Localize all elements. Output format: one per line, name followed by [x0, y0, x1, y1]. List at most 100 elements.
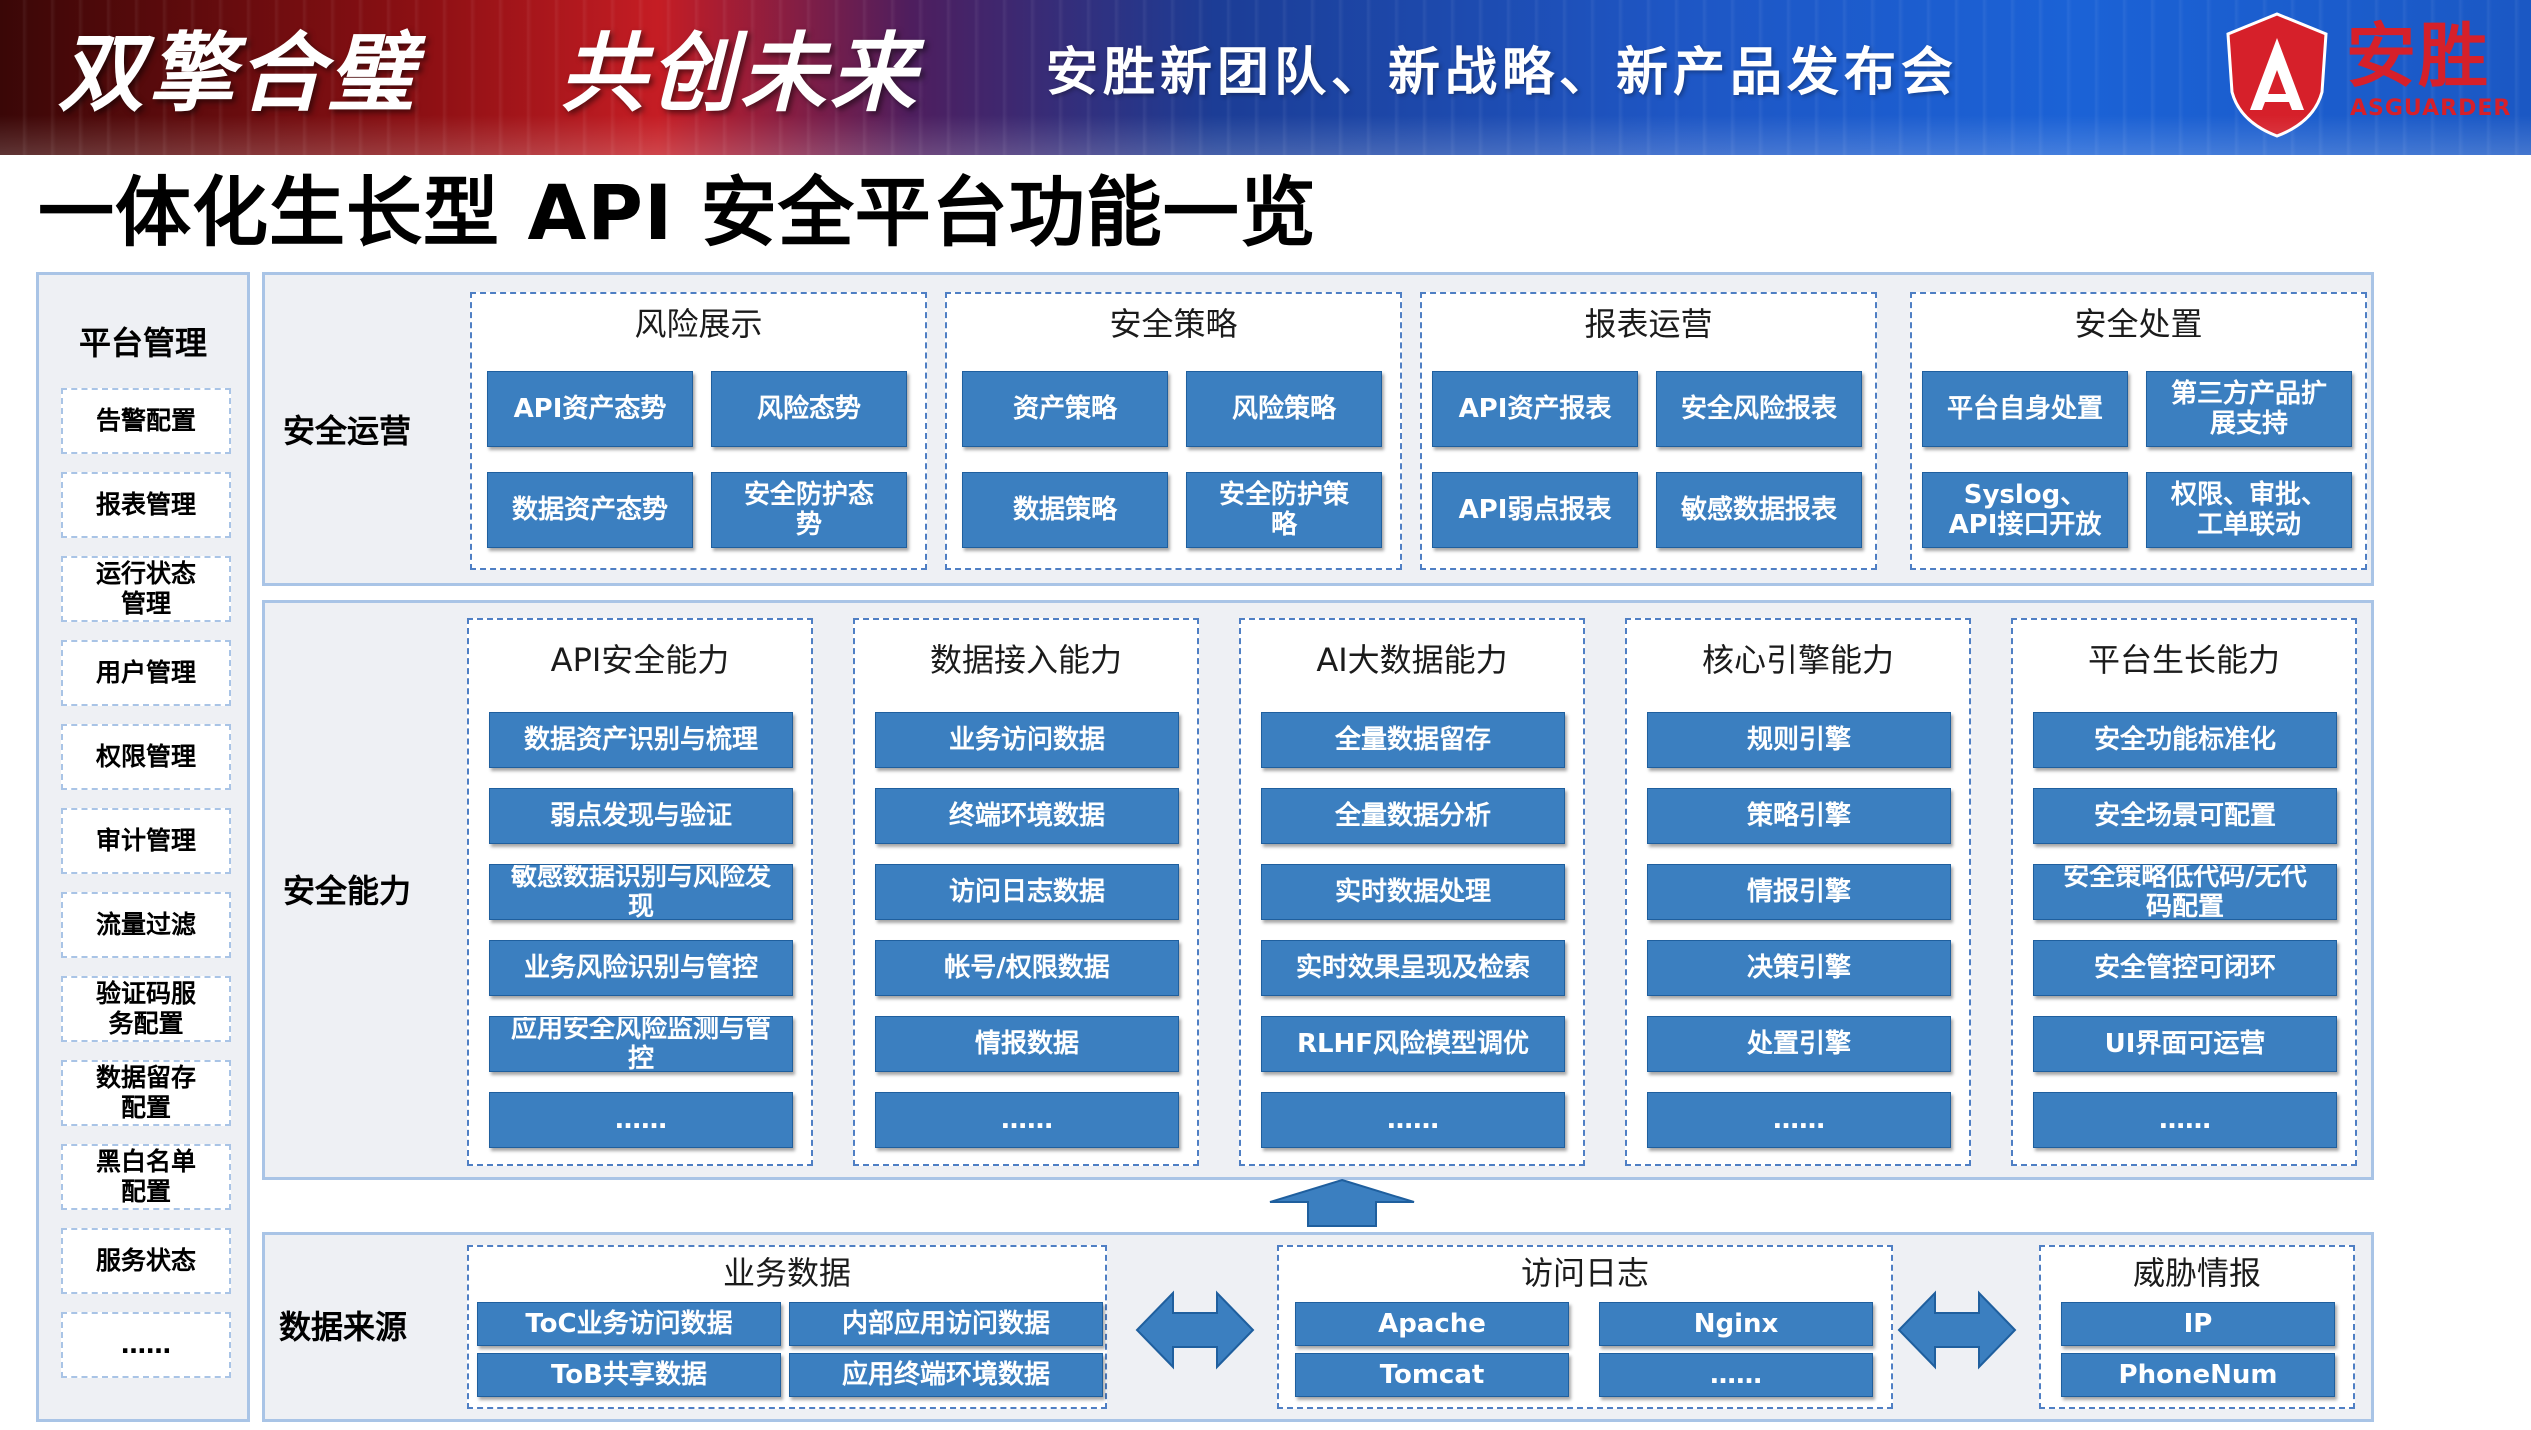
group-platform-growth: 平台生长能力 安全功能标准化 安全场景可配置 安全策略低代码/无代 码配置 安全…: [2011, 618, 2357, 1166]
cap-item: 数据资产识别与梳理: [489, 712, 793, 768]
box-data-policy: 数据策略: [962, 472, 1168, 548]
box-permission-workflow: 权限、审批、 工单联动: [2146, 472, 2352, 548]
brand-shield-icon: [2226, 12, 2328, 138]
platform-item-report-mgmt: 报表管理: [61, 472, 231, 538]
source-app-terminal-env: 应用终端环境数据: [789, 1353, 1103, 1397]
group-business-data: 业务数据 ToC业务访问数据 内部应用访问数据 ToB共享数据 应用终端环境数据: [467, 1245, 1107, 1409]
source-apache: Apache: [1295, 1302, 1569, 1346]
cap-item: 安全策略低代码/无代 码配置: [2033, 864, 2337, 920]
platform-item-more: ……: [61, 1312, 231, 1378]
platform-item-permission-mgmt: 权限管理: [61, 724, 231, 790]
cap-item: 决策引擎: [1647, 940, 1951, 996]
box-api-weakness-report: API弱点报表: [1432, 472, 1638, 548]
double-arrow-icon: [1897, 1290, 2017, 1370]
cap-item: 安全管控可闭环: [2033, 940, 2337, 996]
box-risk-posture: 风险态势: [711, 371, 907, 447]
cap-item: 业务风险识别与管控: [489, 940, 793, 996]
cap-item: 实时数据处理: [1261, 864, 1565, 920]
group-title: 风险展示: [634, 305, 763, 343]
source-phonenum: PhoneNum: [2061, 1353, 2335, 1397]
group-data-ingestion: 数据接入能力 业务访问数据 终端环境数据 访问日志数据 帐号/权限数据 情报数据…: [853, 618, 1199, 1166]
cap-item: 应用安全风险监测与管 控: [489, 1016, 793, 1072]
cap-item: 弱点发现与验证: [489, 788, 793, 844]
source-ip: IP: [2061, 1302, 2335, 1346]
group-title: 平台生长能力: [2087, 641, 2280, 679]
group-title: API安全能力: [550, 641, 730, 679]
cap-item: UI界面可运营: [2033, 1016, 2337, 1072]
box-risk-policy: 风险策略: [1186, 371, 1382, 447]
banner-slogan-2: 共创未来: [560, 24, 920, 124]
platform-item-data-retention: 数据留存 配置: [61, 1060, 231, 1126]
platform-item-audit-mgmt: 审计管理: [61, 808, 231, 874]
box-api-asset-posture: API资产态势: [487, 371, 693, 447]
group-threat-intel: 威胁情报 IP PhoneNum: [2039, 1245, 2355, 1409]
cap-item-more: ……: [1261, 1092, 1565, 1148]
platform-item-service-status: 服务状态: [61, 1228, 231, 1294]
cap-item: 全量数据留存: [1261, 712, 1565, 768]
group-title: 安全处置: [2074, 305, 2203, 343]
cap-item: 访问日志数据: [875, 864, 1179, 920]
platform-item-traffic-filter: 流量过滤: [61, 892, 231, 958]
box-data-asset-posture: 数据资产态势: [487, 472, 693, 548]
box-syslog-api-open: Syslog、 API接口开放: [1922, 472, 2128, 548]
box-sensitive-data-report: 敏感数据报表: [1656, 472, 1862, 548]
double-arrow-icon: [1135, 1290, 1255, 1370]
cap-item: 安全场景可配置: [2033, 788, 2337, 844]
security-operations-label: 安全运营: [283, 412, 412, 450]
cap-item: 情报数据: [875, 1016, 1179, 1072]
group-risk-display: 风险展示 API资产态势 风险态势 数据资产态势 安全防护态 势: [470, 292, 927, 570]
up-arrow-icon: [1269, 1178, 1415, 1227]
cap-item: 全量数据分析: [1261, 788, 1565, 844]
platform-item-blackwhite-list: 黑白名单 配置: [61, 1144, 231, 1210]
cap-item: 敏感数据识别与风险发 现: [489, 864, 793, 920]
cap-item: RLHF风险模型调优: [1261, 1016, 1565, 1072]
group-title: 业务数据: [722, 1254, 851, 1292]
group-access-logs: 访问日志 Apache Nginx Tomcat ……: [1277, 1245, 1893, 1409]
group-title: AI大数据能力: [1316, 641, 1508, 679]
platform-item-alert-config: 告警配置: [61, 388, 231, 454]
cap-item-more: ……: [875, 1092, 1179, 1148]
cap-item: 帐号/权限数据: [875, 940, 1179, 996]
box-api-asset-report: API资产报表: [1432, 371, 1638, 447]
cap-item: 处置引擎: [1647, 1016, 1951, 1072]
group-title: 核心引擎能力: [1701, 641, 1894, 679]
box-self-response: 平台自身处置: [1922, 371, 2128, 447]
cap-item: 实时效果呈现及检索: [1261, 940, 1565, 996]
box-third-party-extension: 第三方产品扩 展支持: [2146, 371, 2352, 447]
platform-management-panel: 平台管理 告警配置 报表管理 运行状态 管理 用户管理 权限管理 审计管理 流量…: [36, 272, 250, 1422]
banner-slogan-1: 双擎合璧: [58, 24, 418, 124]
cap-item-more: ……: [1647, 1092, 1951, 1148]
data-sources-label: 数据来源: [279, 1308, 408, 1346]
box-security-protection-policy: 安全防护策 略: [1186, 472, 1382, 548]
box-security-protection-posture: 安全防护态 势: [711, 472, 907, 548]
group-security-response: 安全处置 平台自身处置 第三方产品扩 展支持 Syslog、 API接口开放 权…: [1910, 292, 2367, 570]
cap-item: 业务访问数据: [875, 712, 1179, 768]
security-capabilities-panel: 安全能力 API安全能力 数据资产识别与梳理 弱点发现与验证 敏感数据识别与风险…: [262, 600, 2374, 1180]
platform-item-runtime-status: 运行状态 管理: [61, 556, 231, 622]
platform-item-captcha-config: 验证码服 务配置: [61, 976, 231, 1042]
cap-item: 情报引擎: [1647, 864, 1951, 920]
data-sources-panel: 数据来源 业务数据 ToC业务访问数据 内部应用访问数据 ToB共享数据 应用终…: [262, 1232, 2374, 1422]
group-title: 威胁情报: [2132, 1254, 2261, 1292]
group-report-operations: 报表运营 API资产报表 安全风险报表 API弱点报表 敏感数据报表: [1420, 292, 1877, 570]
cap-item-more: ……: [489, 1092, 793, 1148]
security-operations-panel: 安全运营 风险展示 API资产态势 风险态势 数据资产态势 安全防护态 势 安全…: [262, 272, 2374, 586]
banner-subtitle: 安胜新团队、新战略、新产品发布会: [1046, 43, 1959, 103]
cap-item: 安全功能标准化: [2033, 712, 2337, 768]
group-core-engine: 核心引擎能力 规则引擎 策略引擎 情报引擎 决策引擎 处置引擎 ……: [1625, 618, 1971, 1166]
box-asset-policy: 资产策略: [962, 371, 1168, 447]
group-ai-bigdata: AI大数据能力 全量数据留存 全量数据分析 实时数据处理 实时效果呈现及检索 R…: [1239, 618, 1585, 1166]
source-internal-app-access: 内部应用访问数据: [789, 1302, 1103, 1346]
source-nginx: Nginx: [1599, 1302, 1873, 1346]
group-title: 安全策略: [1109, 305, 1238, 343]
header-banner: 双擎合璧 共创未来 安胜新团队、新战略、新产品发布会 安胜 ASGUARDER: [0, 0, 2531, 155]
brand-logo-text: 安胜: [2346, 15, 2490, 97]
platform-management-title: 平台管理: [78, 324, 207, 362]
source-tomcat: Tomcat: [1295, 1353, 1569, 1397]
cap-item: 终端环境数据: [875, 788, 1179, 844]
group-title: 数据接入能力: [929, 641, 1122, 679]
cap-item: 策略引擎: [1647, 788, 1951, 844]
security-capabilities-label: 安全能力: [283, 872, 412, 910]
group-api-security: API安全能力 数据资产识别与梳理 弱点发现与验证 敏感数据识别与风险发 现 业…: [467, 618, 813, 1166]
source-toc-business-access: ToC业务访问数据: [477, 1302, 781, 1346]
